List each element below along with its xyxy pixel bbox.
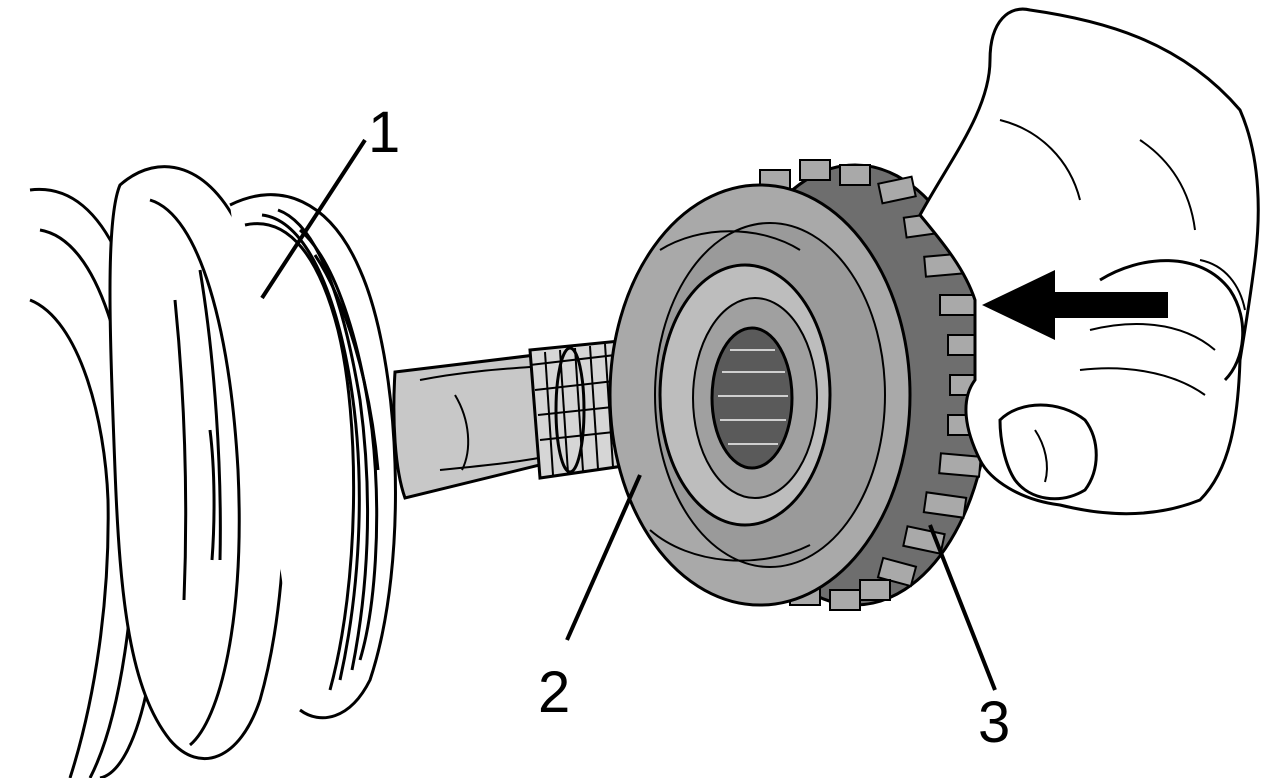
direction-arrow (982, 270, 1168, 340)
callout-label-2: 2 (538, 660, 570, 725)
hand-thumb (998, 403, 1098, 501)
hand-finger (1099, 259, 1245, 382)
leader-lines (260, 138, 997, 691)
gear-bore (710, 326, 794, 470)
shaft-ring-a (554, 346, 586, 474)
arrow-left-icon (982, 270, 1168, 340)
callout-label-1: 1 (368, 100, 400, 165)
callout-label-3: 3 (978, 690, 1010, 755)
hand (918, 7, 1260, 516)
synchro-gear (608, 159, 992, 611)
leader-line-3 (928, 524, 997, 691)
leader-line-1 (260, 138, 367, 300)
leader-line-2 (565, 474, 642, 641)
housing-assembly (29, 165, 397, 778)
